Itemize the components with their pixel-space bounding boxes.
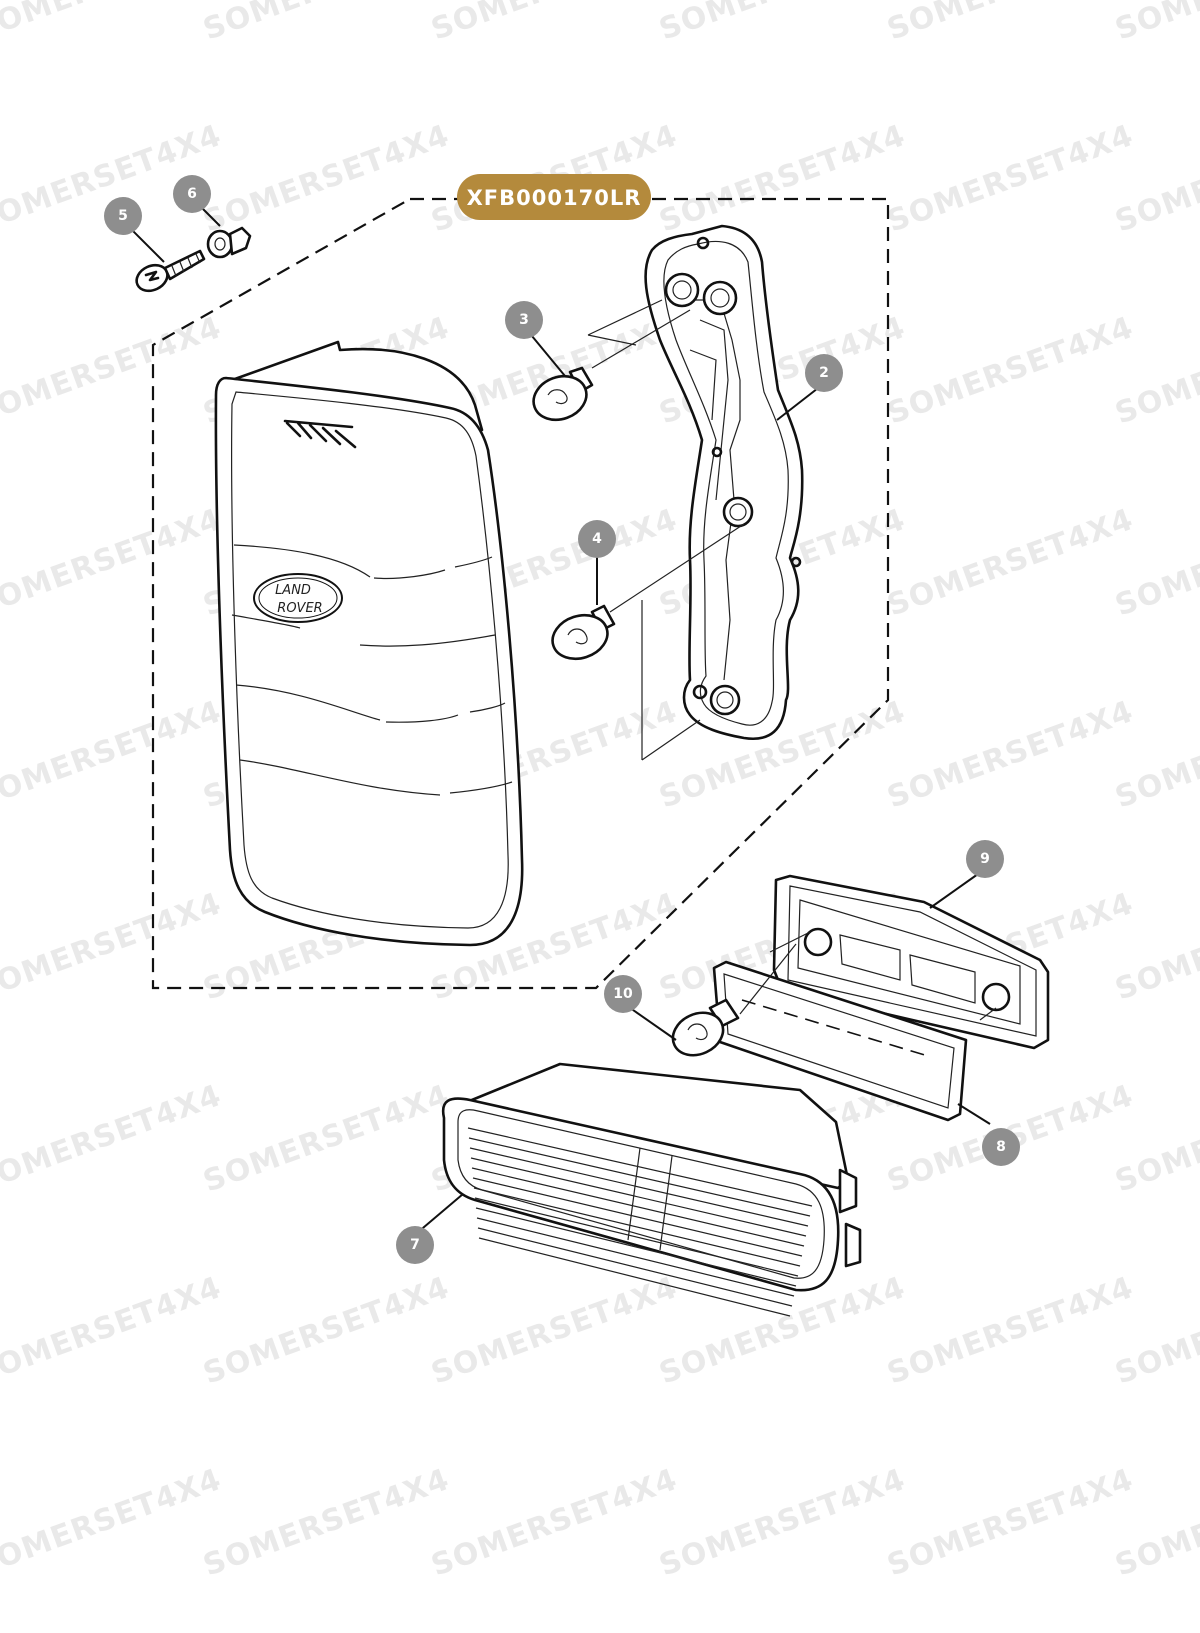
watermark-text: SOMERSET4X4	[883, 310, 1138, 431]
callout-2-label: 2	[819, 365, 829, 381]
part-number-label[interactable]: XFB000170LR	[457, 174, 651, 220]
callout-9[interactable]: 9	[966, 840, 1004, 878]
rear-lamp-lens[interactable]: LAND ROVER	[214, 340, 524, 947]
callout-6-label: 6	[187, 186, 197, 202]
watermark-text: SOMERSET4X4	[427, 1462, 682, 1583]
lens-ridge	[473, 1187, 801, 1267]
watermark-text: SOMERSET4X4	[199, 1462, 454, 1583]
lens-ridge	[472, 1177, 803, 1257]
badge-line-1: LAND	[275, 583, 311, 598]
watermark-text: SOMERSET4X4	[0, 694, 226, 815]
lens-ridges	[467, 1127, 813, 1317]
lens-ridge	[477, 1227, 793, 1307]
watermark-text: SOMERSET4X4	[199, 1270, 454, 1391]
watermark-text: SOMERSET4X4	[883, 1462, 1138, 1583]
lens-ridge	[469, 1147, 809, 1227]
callout-3-label: 3	[519, 312, 529, 328]
assembly-boundary	[151, 197, 890, 990]
part-number-text: XFB000170LR	[467, 186, 642, 210]
watermark-text: SOMERSET4X4	[427, 1270, 682, 1391]
watermark-text: SOMERSET4X4	[427, 0, 682, 48]
watermark-text: SOMERSET4X4	[0, 886, 226, 1007]
watermark-text: SOMERSET4X4	[655, 1270, 910, 1391]
watermark-text: SOMERSET4X4	[883, 502, 1138, 623]
watermark-text: SOMERSET4X4	[199, 0, 454, 48]
lens-ridge	[475, 1207, 797, 1287]
lens-ridge	[467, 1127, 813, 1207]
bulb-upper[interactable]	[527, 309, 691, 427]
watermark-text: SOMERSET4X4	[0, 1270, 226, 1391]
watermark-text: SOMERSET4X4	[655, 0, 910, 48]
callout-5-label: 5	[118, 208, 128, 224]
watermark-text: SOMERSET4X4	[0, 502, 226, 623]
callout-7-label: 7	[410, 1237, 420, 1253]
callout-3[interactable]: 3	[505, 301, 543, 339]
watermark-text: SOMERSET4X4	[199, 118, 454, 239]
indicator-housing[interactable]	[769, 874, 1050, 1050]
callout-8-label: 8	[996, 1139, 1006, 1155]
watermark-text: SOMERSET4X4	[883, 694, 1138, 815]
watermark-text: SOMERSET4X4	[883, 118, 1138, 239]
callout-7[interactable]: 7	[396, 1226, 434, 1264]
callout-4-label: 4	[592, 531, 602, 547]
callout-8[interactable]: 8	[982, 1128, 1020, 1166]
lens-ridge	[471, 1167, 805, 1247]
indicator-bulb[interactable]	[666, 943, 797, 1063]
callout-5[interactable]: 5	[104, 197, 142, 235]
lens-ridge	[474, 1197, 799, 1277]
lens-ridge	[470, 1157, 807, 1237]
callout-10[interactable]: 10	[604, 975, 642, 1013]
bulb-middle[interactable]	[547, 523, 745, 666]
badge-line-2: ROVER	[277, 601, 322, 616]
callout-layer: 2 3 4 5 6 7 8 9	[104, 175, 1020, 1264]
lens-ridge	[468, 1137, 811, 1217]
watermark-text: SOMERSET4X4	[199, 1078, 454, 1199]
lens-ridge	[476, 1217, 795, 1297]
watermark-text: SOMERSET4X4	[883, 0, 1138, 48]
lens-ridge	[478, 1237, 791, 1317]
lamp-vent-grille	[283, 419, 357, 449]
callout-10-label: 10	[613, 986, 633, 1002]
watermark-text: SOMERSET4X4	[655, 118, 910, 239]
land-rover-badge: LAND ROVER	[253, 573, 343, 623]
watermark-text: SOMERSET4X4	[0, 0, 226, 48]
clip-nut[interactable]	[206, 226, 252, 259]
watermark-text: SOMERSET4X4	[0, 310, 226, 431]
callout-6[interactable]: 6	[173, 175, 211, 213]
watermark-text: SOMERSET4X4	[0, 1078, 226, 1199]
watermark-text: SOMERSET4X4	[0, 1462, 226, 1583]
watermark-text: SOMERSET4X4	[1111, 0, 1200, 48]
callout-4[interactable]: 4	[578, 520, 616, 558]
watermark-text: SOMERSET4X4	[655, 1462, 910, 1583]
callout-9-label: 9	[980, 851, 990, 867]
bulb-holder-board[interactable]	[587, 224, 804, 761]
watermark-text: SOMERSET4X4	[883, 1270, 1138, 1391]
screw[interactable]	[132, 249, 206, 296]
indicator-lens[interactable]	[441, 1062, 862, 1317]
callout-2[interactable]: 2	[805, 354, 843, 392]
